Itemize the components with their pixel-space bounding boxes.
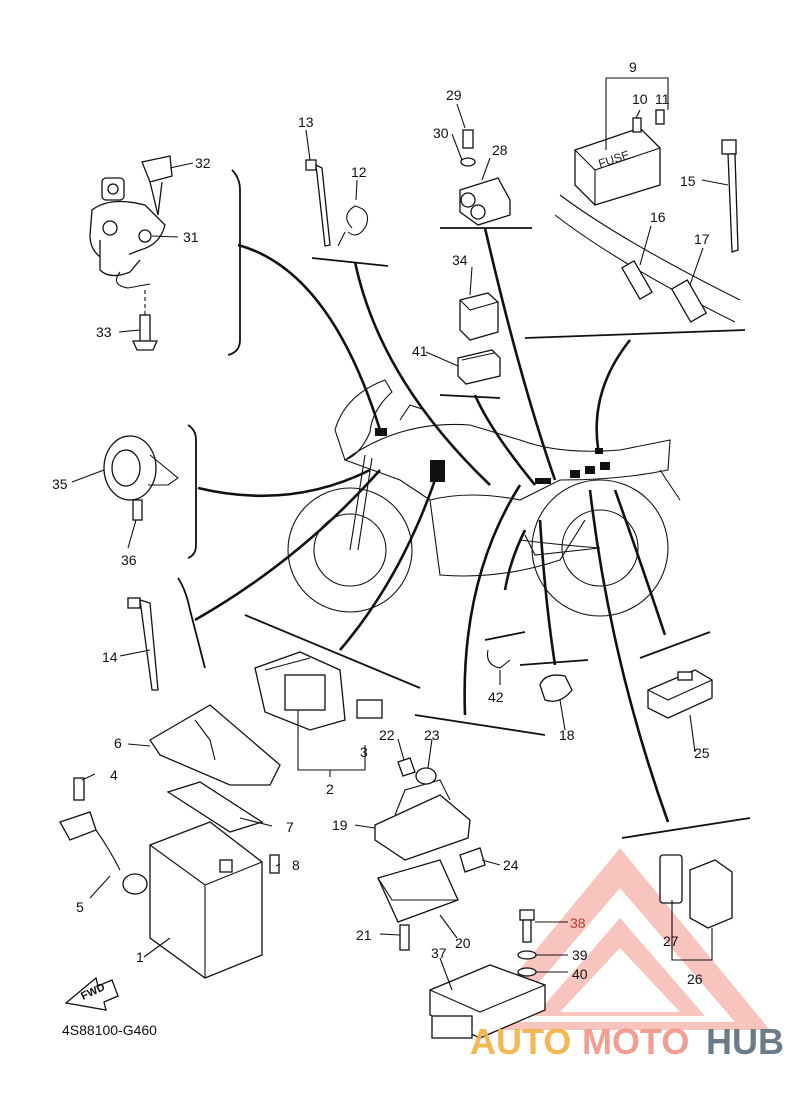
callout-17: 17 xyxy=(694,231,710,247)
diagram-code: 4S88100-G460 xyxy=(62,1022,157,1038)
callout-numbers: 32 31 33 13 12 29 30 28 9 10 11 15 16 17… xyxy=(52,59,710,987)
ecu-bracket-19 xyxy=(374,779,471,861)
callout-30: 30 xyxy=(433,125,449,141)
callout-9: 9 xyxy=(629,59,637,75)
callout-24: 24 xyxy=(503,857,519,873)
harness-clamp-16-17 xyxy=(554,194,741,323)
cable-tie-14 xyxy=(127,597,159,691)
fuse-box-9: FUSE xyxy=(574,109,665,206)
cover-41 xyxy=(457,349,501,385)
clamp-24 xyxy=(459,847,486,873)
ecu-37 xyxy=(429,964,546,1039)
battery-bracket-6 xyxy=(149,704,281,786)
cable-tie-15 xyxy=(721,139,739,253)
callout-33: 33 xyxy=(96,324,112,340)
fwd-arrow: FWD xyxy=(64,976,119,1011)
callout-7: 7 xyxy=(286,819,294,835)
callout-37: 37 xyxy=(431,945,447,961)
callout-20: 20 xyxy=(455,935,471,951)
callout-8: 8 xyxy=(292,857,300,873)
callout-1: 1 xyxy=(136,949,144,965)
callout-11: 11 xyxy=(655,91,670,107)
watermark-text-auto: AUTO xyxy=(470,1021,571,1062)
group-brackets xyxy=(177,169,751,839)
nut-22 xyxy=(397,757,416,777)
callout-25: 25 xyxy=(694,745,710,761)
leader-wires xyxy=(194,227,670,823)
watermark-text-hub: HUB xyxy=(706,1021,784,1062)
clamp-18 xyxy=(539,674,573,702)
callout-36: 36 xyxy=(121,552,137,568)
battery-1 xyxy=(149,821,263,979)
callout-39: 39 xyxy=(572,947,588,963)
ignition-switch-assembly xyxy=(89,155,173,351)
clamp-42 xyxy=(486,649,511,669)
callout-13: 13 xyxy=(298,114,314,130)
callout-42: 42 xyxy=(488,689,504,705)
callout-27: 27 xyxy=(663,933,679,949)
bolt-21 xyxy=(399,924,410,951)
callout-16: 16 xyxy=(650,209,666,225)
relay-34 xyxy=(459,292,499,341)
bolt-38 xyxy=(519,909,535,943)
horn-35 xyxy=(103,435,179,521)
clip-12 xyxy=(337,205,369,247)
ecu-20 xyxy=(377,859,459,923)
callout-23: 23 xyxy=(424,727,440,743)
watermark-text: AUTO MOTO HUB xyxy=(470,1021,784,1062)
callout-4: 4 xyxy=(110,767,118,783)
callout-22: 22 xyxy=(379,727,395,743)
callout-2: 2 xyxy=(326,781,334,797)
callout-38: 38 xyxy=(570,915,586,931)
callout-12: 12 xyxy=(351,164,367,180)
callout-32: 32 xyxy=(195,155,211,171)
callout-15: 15 xyxy=(680,173,696,189)
washer-39-40 xyxy=(517,950,537,977)
callout-3: 3 xyxy=(360,744,368,760)
bolt-8 xyxy=(269,854,280,874)
callout-leader-lines xyxy=(71,77,729,991)
callout-31: 31 xyxy=(183,229,199,245)
motorcycle-outline xyxy=(287,379,681,617)
callout-29: 29 xyxy=(446,87,462,103)
relay-25 xyxy=(647,669,713,719)
callout-19: 19 xyxy=(332,817,348,833)
damper-23 xyxy=(415,767,437,785)
callout-28: 28 xyxy=(492,142,508,158)
callout-6: 6 xyxy=(114,735,122,751)
callout-14: 14 xyxy=(102,649,118,665)
callout-18: 18 xyxy=(559,727,575,743)
rectifier-regulator-2 xyxy=(254,651,383,731)
callout-35: 35 xyxy=(52,476,68,492)
watermark-text-moto: MOTO xyxy=(582,1021,689,1062)
callout-34: 34 xyxy=(452,252,468,268)
ground-lead-5 xyxy=(59,811,148,895)
relay-26-27 xyxy=(659,854,733,929)
plate-7 xyxy=(166,781,264,833)
cable-tie-13 xyxy=(305,159,331,247)
relay-28 xyxy=(459,129,511,226)
bolt-4 xyxy=(73,777,85,801)
callout-40: 40 xyxy=(572,966,588,982)
callout-41: 41 xyxy=(412,343,428,359)
callout-5: 5 xyxy=(76,899,84,915)
callout-26: 26 xyxy=(687,971,703,987)
callout-10: 10 xyxy=(632,91,648,107)
callout-21: 21 xyxy=(356,927,372,943)
